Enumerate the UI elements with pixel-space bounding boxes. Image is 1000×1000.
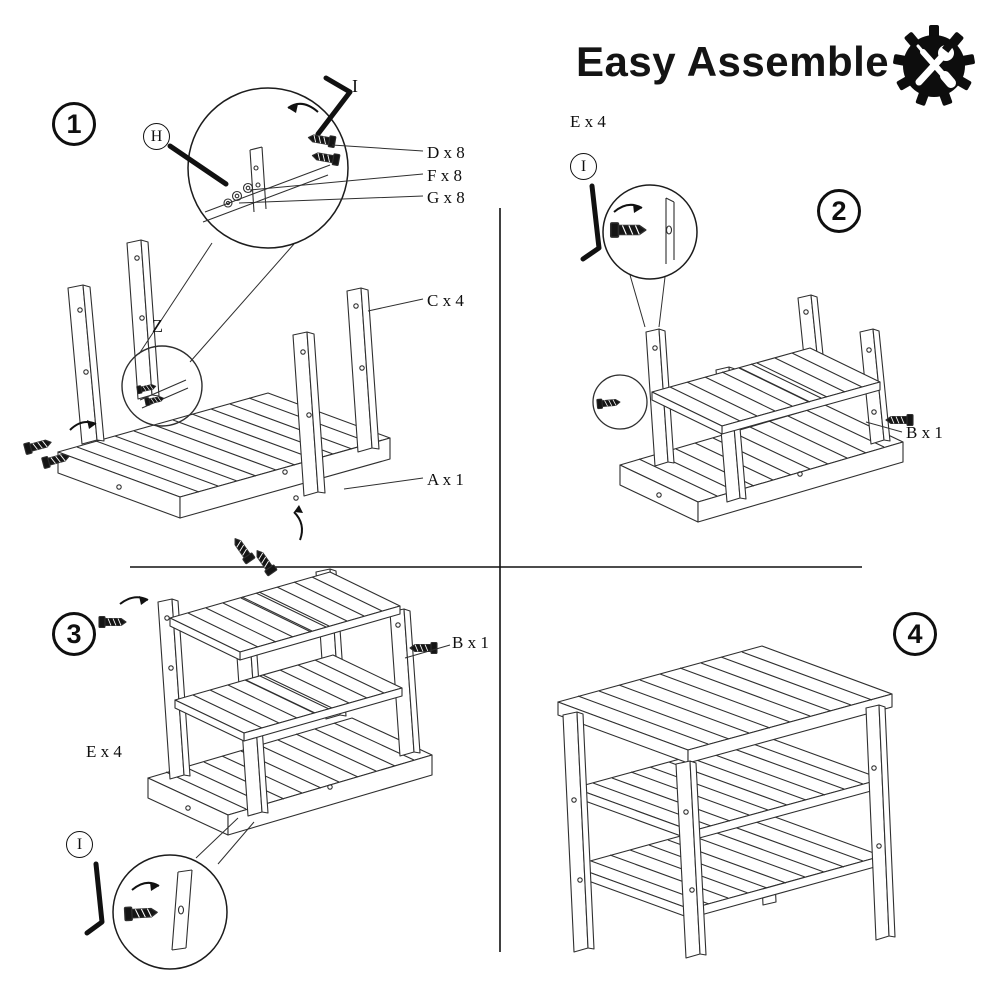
step-2-badge: 2 xyxy=(817,189,861,233)
step1-arrows xyxy=(69,420,303,541)
hex-key-icon xyxy=(580,183,602,262)
part-label-a1: A x 1 xyxy=(427,470,464,489)
part-label-f8: F x 8 xyxy=(427,166,462,185)
step-4-badge: 4 xyxy=(893,612,937,656)
step1-leaders xyxy=(238,144,424,490)
detail-label-z: Z xyxy=(152,316,163,336)
part-label-b1-step2: B x 1 xyxy=(906,423,943,442)
step1-art xyxy=(23,75,424,577)
part-label-e4-step2: E x 4 xyxy=(570,112,606,131)
step3-shelf-top xyxy=(169,571,401,661)
bolt-h-icon xyxy=(167,143,229,187)
page-title: Easy Assemble xyxy=(576,38,890,85)
step1-frame-slats xyxy=(76,397,372,493)
step4-legs xyxy=(562,704,896,959)
step2-mini-detail-circle xyxy=(592,374,648,430)
step4-bench-top xyxy=(557,645,893,764)
step3-art xyxy=(84,568,451,970)
step1-frame xyxy=(57,392,391,519)
step3-zoom-bubble xyxy=(112,854,228,970)
step2-art xyxy=(580,183,914,523)
part-label-b1-step3: B x 1 xyxy=(452,633,489,652)
part-label-c4: C x 4 xyxy=(427,291,464,310)
wrench-icon xyxy=(915,40,955,86)
step1-zoom-bubble xyxy=(167,75,353,249)
step4-art xyxy=(557,645,896,959)
step3-frame xyxy=(147,717,433,836)
step1-z-detail-circle xyxy=(121,345,203,427)
hex-key-icon xyxy=(315,75,353,137)
part-label-g8: G x 8 xyxy=(427,188,465,207)
part-label-e4-step3: E x 4 xyxy=(86,742,122,761)
step2-frame xyxy=(619,404,904,523)
tool-label-i-step2: I xyxy=(570,153,597,180)
tool-label-i-step1: I xyxy=(352,76,358,96)
quadrant-dividers xyxy=(130,208,862,952)
tool-label-i-step3: I xyxy=(66,831,93,858)
hex-key-icon xyxy=(84,861,105,936)
step-1-badge: 1 xyxy=(52,102,96,146)
step1-legs xyxy=(67,239,380,497)
step-3-badge: 3 xyxy=(52,612,96,656)
step2-zoom-bubble xyxy=(602,184,698,280)
gear-tools-icon xyxy=(893,25,975,106)
screwdriver-icon xyxy=(916,44,956,88)
part-label-d8: D x 8 xyxy=(427,143,465,162)
hardware-label-h: H xyxy=(143,123,170,150)
